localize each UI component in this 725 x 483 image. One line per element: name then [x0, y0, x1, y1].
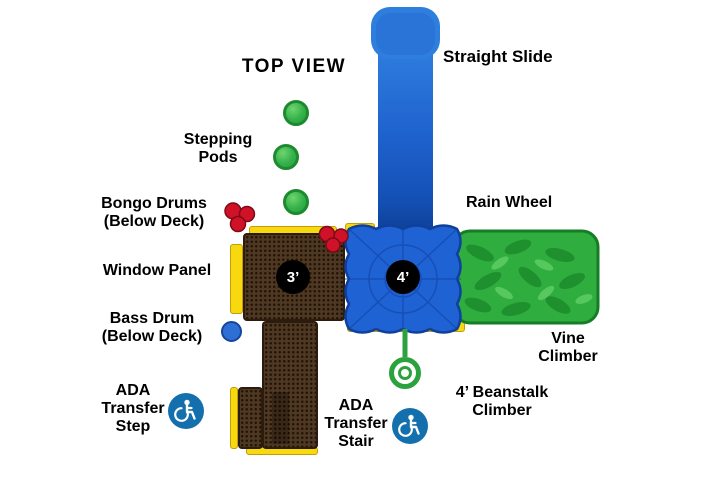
bass-drum-icon — [221, 321, 242, 342]
bongo-drums-icon — [220, 200, 258, 234]
label-bass-drum: Bass Drum (Below Deck) — [101, 310, 203, 345]
deck-3ft-label: 3’ — [286, 268, 300, 286]
label-vine-climber: Vine Climber — [538, 330, 598, 365]
stair-opening — [272, 392, 289, 444]
deck-3ft-height-badge: 3’ — [276, 260, 310, 294]
vine-climber-shape — [452, 229, 600, 325]
label-beanstalk-climber: 4’ Beanstalk Climber — [455, 384, 549, 419]
ada-transfer-stair-shape — [262, 321, 318, 449]
deck-4ft-height-badge: 4’ — [386, 260, 420, 294]
deck-4ft-label: 4’ — [396, 268, 410, 286]
label-stepping-pods: Stepping Pods — [183, 131, 253, 166]
transfer-step-rail — [230, 387, 238, 449]
straight-slide-shape — [368, 5, 444, 241]
label-ada-transfer-stair: ADA Transfer Stair — [324, 397, 388, 450]
label-window-panel: Window Panel — [102, 262, 212, 279]
stepping-pod-icon — [283, 189, 309, 215]
beanstalk-climber-icon — [387, 329, 423, 391]
label-ada-transfer-step: ADA Transfer Step — [101, 382, 165, 435]
page-title: TOP VIEW — [241, 56, 347, 77]
ada-wheelchair-icon — [168, 393, 204, 429]
stepping-pod-icon — [283, 100, 309, 126]
label-straight-slide: Straight Slide — [443, 47, 553, 66]
ada-transfer-step-shape — [238, 387, 263, 449]
ada-wheelchair-icon — [392, 408, 428, 444]
label-rain-wheel: Rain Wheel — [466, 194, 553, 211]
window-panel-shape — [230, 244, 243, 314]
label-bongo-drums: Bongo Drums (Below Deck) — [101, 195, 207, 230]
stepping-pod-icon — [273, 144, 299, 170]
bongo-drums-icon — [316, 224, 352, 254]
